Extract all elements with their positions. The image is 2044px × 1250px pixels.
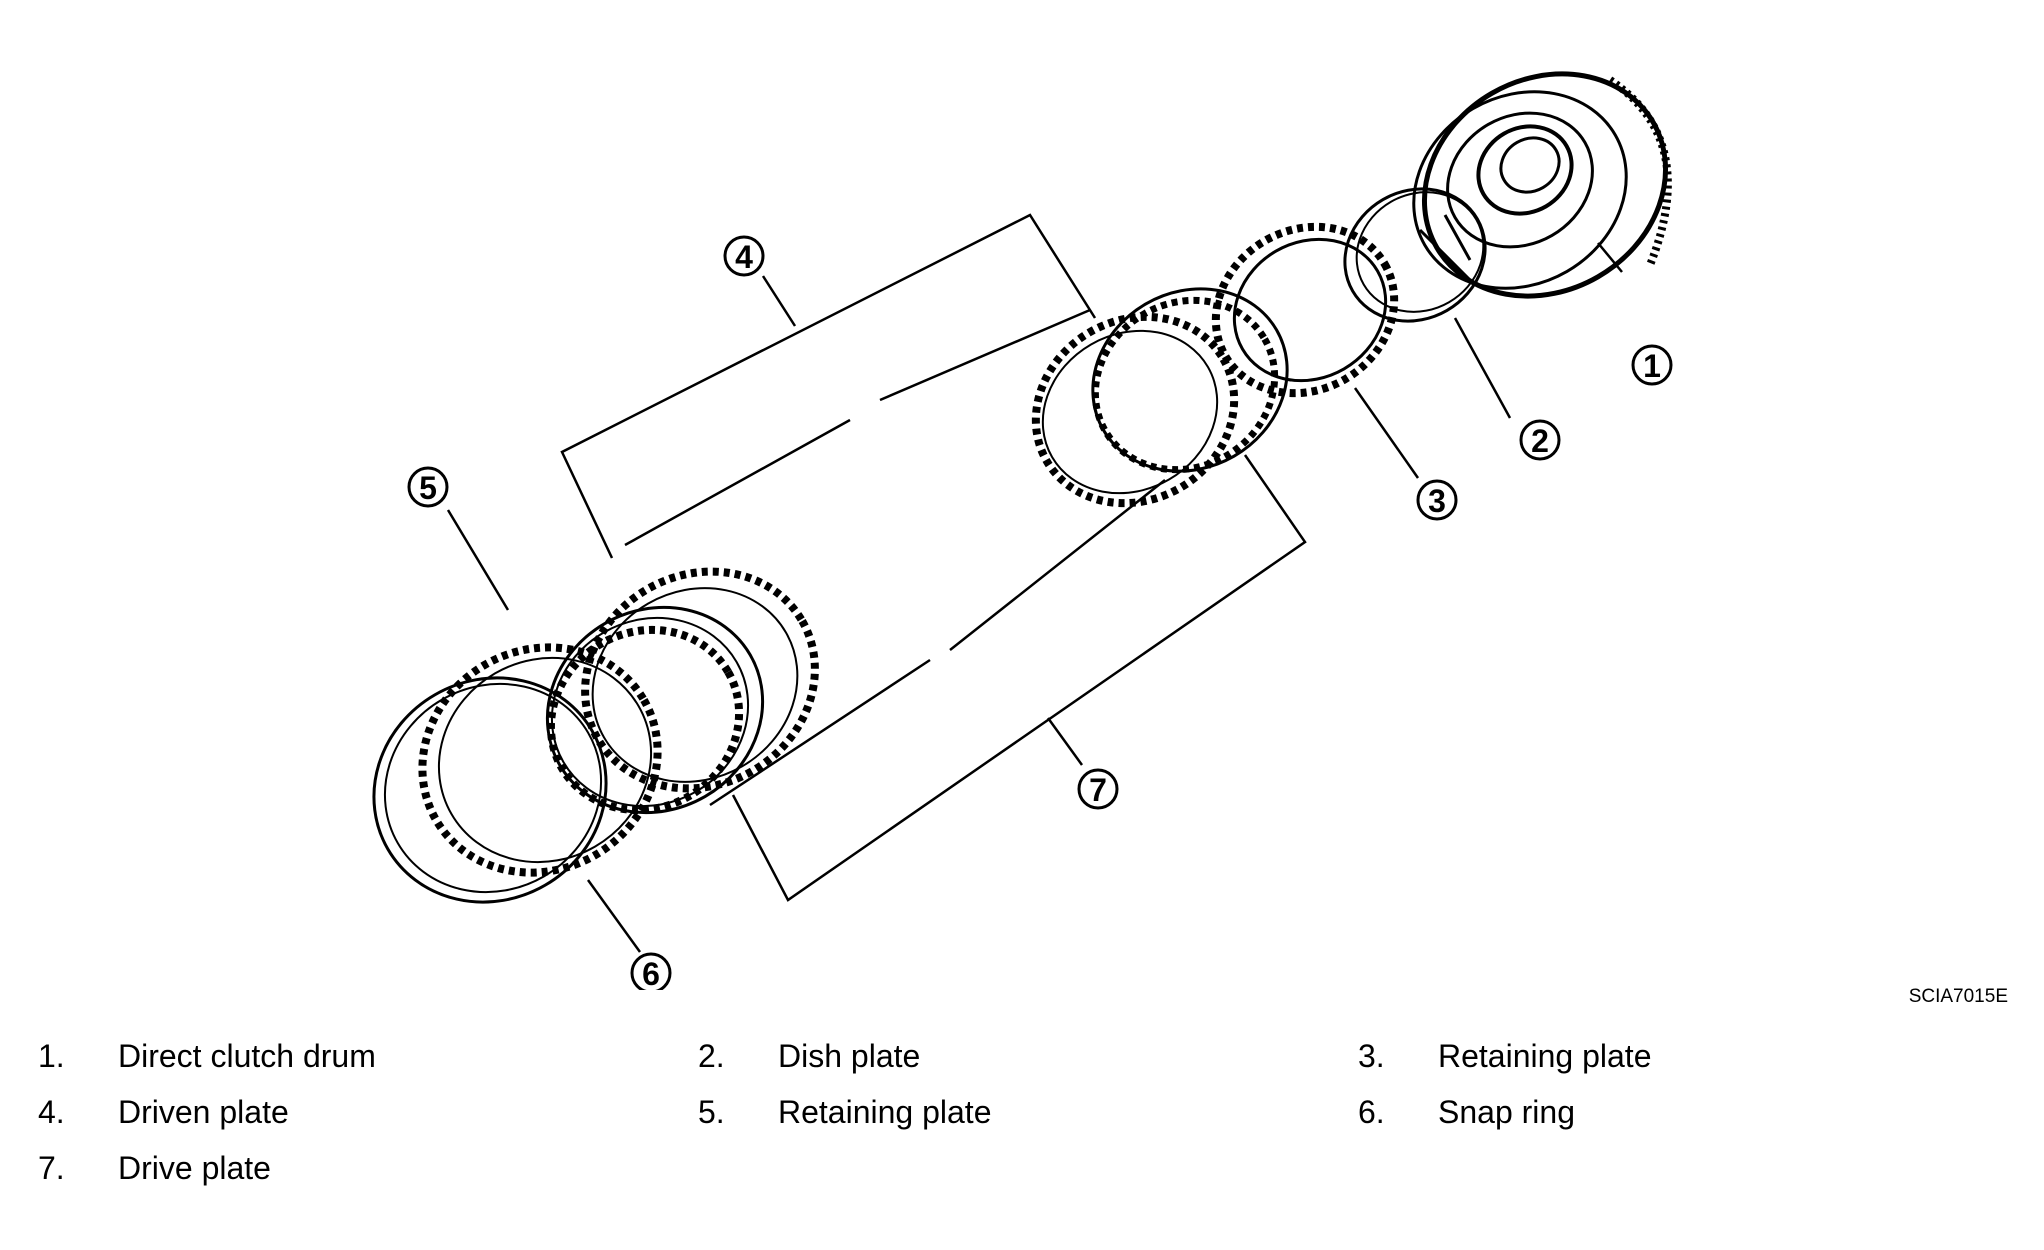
- callout-number: 1: [1643, 348, 1661, 384]
- callout-circle-2: [1519, 419, 1561, 461]
- legend-item: 3. Retaining plate: [1358, 1038, 2018, 1075]
- figure-code: SCIA7015E: [1908, 986, 2008, 1007]
- legend-row: 1. Direct clutch drum 2. Dish plate 3. R…: [38, 1028, 2018, 1084]
- legend-number: 5.: [698, 1093, 725, 1130]
- legend-item: 2. Dish plate: [698, 1038, 1358, 1075]
- dish-plate: [1343, 187, 1487, 323]
- legend-row: 7. Drive plate: [38, 1140, 2018, 1196]
- direct-clutch-drum: [1412, 71, 1672, 299]
- callout-number: 5: [419, 470, 437, 506]
- callout-circle-7: [1077, 768, 1119, 810]
- legend-number: 1.: [38, 1037, 65, 1074]
- callout-number: 6: [642, 956, 660, 990]
- callout-circle-6: [630, 952, 672, 990]
- callout-circle-4: [723, 235, 765, 277]
- legend-number: 3.: [1358, 1037, 1385, 1074]
- exploded-view-diagram: 1 2 3 4 5 6 7: [372, 71, 1673, 990]
- legend-item: 5. Retaining plate: [698, 1094, 1358, 1131]
- legend-label: Retaining plate: [778, 1093, 992, 1130]
- legend-item: 7. Drive plate: [38, 1150, 714, 1187]
- legend-label: Direct clutch drum: [118, 1037, 376, 1074]
- legend-label: Retaining plate: [1438, 1037, 1652, 1074]
- parts-legend: 1. Direct clutch drum 2. Dish plate 3. R…: [38, 1028, 2018, 1196]
- bracket-drive-plate: [731, 454, 1307, 902]
- legend-number: 6.: [1358, 1093, 1385, 1130]
- legend-item: 6. Snap ring: [1358, 1094, 2018, 1131]
- legend-item: 4. Driven plate: [38, 1094, 698, 1131]
- bracket-driven-plate: [560, 213, 1097, 559]
- plate-stack-right: [1031, 287, 1289, 508]
- legend-label: Driven plate: [118, 1093, 289, 1130]
- legend-number: 4.: [38, 1093, 65, 1130]
- callout-circle-1: [1631, 344, 1673, 386]
- legend-number: 7.: [38, 1149, 65, 1186]
- legend-number: 2.: [698, 1037, 725, 1074]
- legend-label: Snap ring: [1438, 1093, 1575, 1130]
- callout-number: 7: [1089, 772, 1107, 808]
- legend-label: Dish plate: [778, 1037, 921, 1074]
- retaining-plate-inner: [1211, 222, 1399, 398]
- callout-number: 4: [735, 239, 753, 275]
- callout-circle-3: [1416, 479, 1458, 521]
- legend-label: Drive plate: [118, 1149, 271, 1186]
- callout-number: 3: [1428, 483, 1446, 519]
- snap-ring: [372, 676, 608, 904]
- plate-stack-left: [545, 567, 819, 815]
- retaining-plate-outer: [418, 643, 662, 877]
- legend-item: 1. Direct clutch drum: [38, 1038, 698, 1075]
- callout-circle-5: [407, 466, 449, 508]
- legend-row: 4. Driven plate 5. Retaining plate 6. Sn…: [38, 1084, 2018, 1140]
- callout-number: 2: [1531, 423, 1549, 459]
